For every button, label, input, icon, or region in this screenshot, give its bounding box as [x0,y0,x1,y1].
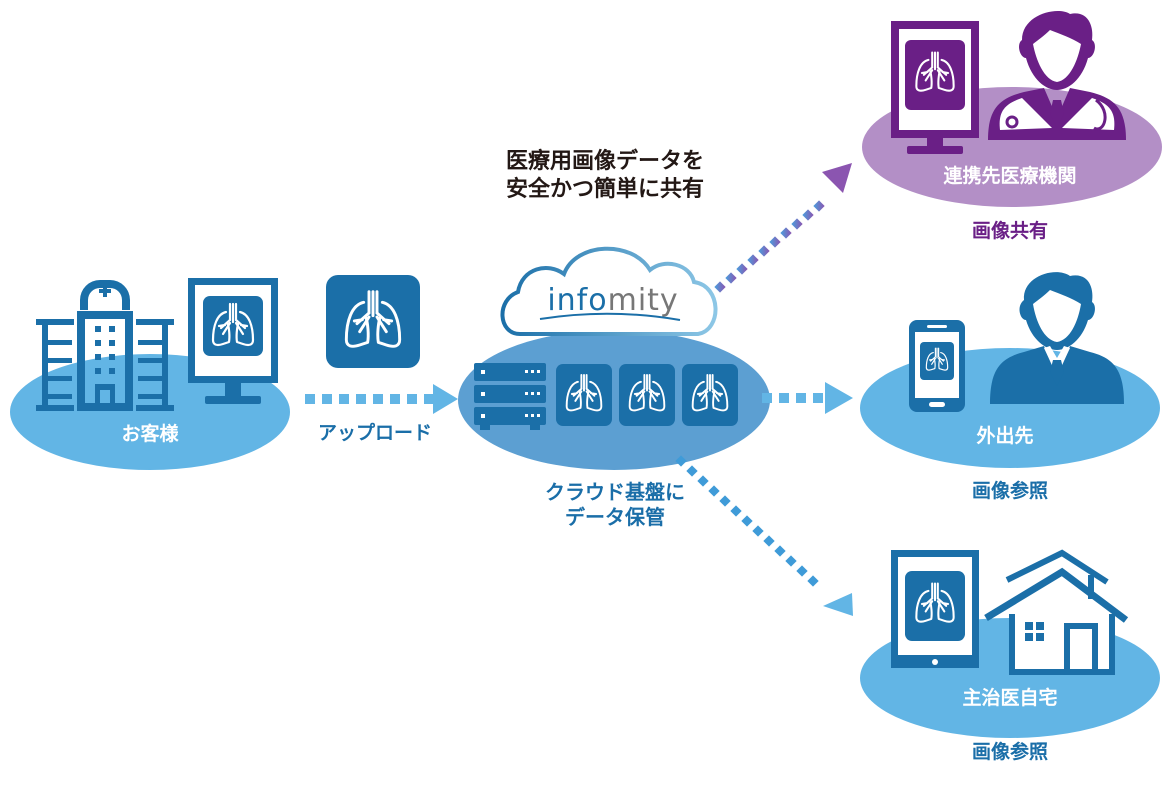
share-arrow [714,163,852,293]
home-action: 画像参照 [971,741,1048,763]
cloud-caption-line2: データ保管 [565,505,665,529]
monitor-lung-icon [188,278,278,404]
upload-label: アップロード [317,422,432,444]
tablet-lung-icon [891,550,979,668]
brand-mity: mity [607,283,679,318]
home-label: 主治医自宅 [962,687,1058,709]
outside-label: 外出先 [976,425,1034,447]
monitor-lung-icon [891,21,979,154]
smartphone-lung-icon [909,320,965,412]
partner-node [862,11,1162,207]
headline-line1: 医療用画像データを [505,149,704,174]
customer-node [10,278,290,470]
lung-image-icon [326,275,420,368]
view-arrow-outside [762,382,853,414]
cloud-caption-line1: クラウド基盤に [545,480,685,504]
partner-action: 画像共有 [971,220,1048,242]
cloud-icon [500,246,718,336]
partner-label: 連携先医療機関 [943,165,1077,187]
stored-image-2 [619,364,675,426]
server-rack-icon [474,363,546,430]
brand-swoosh [539,312,681,321]
businessman-icon [990,272,1124,404]
headline: 医療用画像データを 安全かつ簡単に共有 [490,148,720,203]
cloud-storage-node [458,246,770,470]
outside-node [860,272,1160,468]
headline-line2: 安全かつ簡単に共有 [505,176,704,202]
house-icon [984,549,1129,675]
stored-image-3 [682,364,738,426]
stored-image-1 [556,364,612,426]
cloud-caption: クラウド基盤に データ保管 [510,480,720,530]
doctor-icon [988,11,1126,140]
view-arrow-home [675,455,853,616]
brand-info: info [547,283,608,318]
outside-action: 画像参照 [971,480,1048,502]
hospital-icon [36,280,174,411]
brand-logo: infomity [528,282,698,320]
customer-label: お客様 [121,423,179,445]
upload-arrow [305,384,458,414]
home-node [860,549,1160,738]
